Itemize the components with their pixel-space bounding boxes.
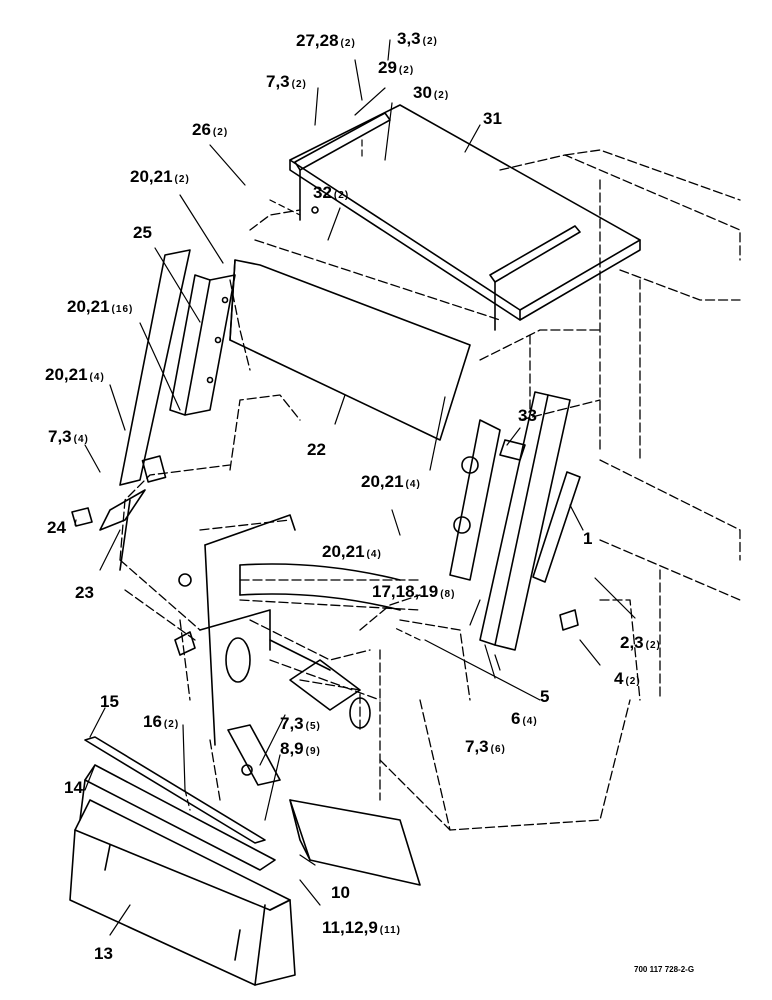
- leader-lines: [74, 39, 636, 936]
- callout-c16: 20,21(4): [361, 472, 421, 491]
- callout-c11: 20,21(16): [67, 297, 134, 316]
- callout-c10: 25: [133, 223, 152, 242]
- callout-c15: 33: [518, 406, 537, 425]
- callout-c25: 6(4): [511, 709, 538, 728]
- callout-c13: 7,3(4): [48, 427, 89, 446]
- top-cover-plate: [289, 104, 641, 331]
- lower-shields: [69, 724, 421, 986]
- callout-c26: 7,3(6): [465, 737, 506, 756]
- callout-c31: 14: [64, 778, 83, 797]
- callout-c4: 7,3(2): [266, 72, 307, 91]
- callout-c20: 1: [583, 529, 593, 548]
- callout-c18: 23: [75, 583, 94, 602]
- callout-c12: 20,21(4): [45, 365, 105, 384]
- callout-c23: 4(2): [614, 669, 641, 688]
- machine-body: [119, 499, 401, 746]
- callout-c3: 29(2): [378, 58, 415, 77]
- callout-c19: 20,21(4): [322, 542, 382, 561]
- callout-c21: 17,18,19(8): [372, 582, 456, 601]
- callout-c1: 27,28(2): [296, 31, 356, 50]
- callout-c6: 31: [483, 109, 502, 128]
- callout-c27: 15: [100, 692, 119, 711]
- callout-c5: 30(2): [413, 83, 450, 102]
- right-side-channels: [449, 391, 581, 651]
- callout-c30: 8,9(9): [280, 739, 321, 758]
- callout-c7: 26(2): [192, 120, 229, 139]
- callout-c17: 24: [47, 518, 66, 537]
- callout-c32: 10: [331, 883, 350, 902]
- callout-c14: 22: [307, 440, 326, 459]
- callout-c8: 20,21(2): [130, 167, 190, 186]
- callout-c34: 13: [94, 944, 113, 963]
- front-panel: [229, 259, 471, 441]
- callout-c2: 3,3(2): [397, 29, 438, 48]
- left-side-brackets: [71, 249, 236, 531]
- drawing-number: 700 117 728-2-G: [634, 965, 695, 974]
- callout-c9: 32(2): [313, 183, 350, 202]
- callout-c22: 2,3(2): [620, 633, 661, 652]
- callout-c33: 11,12,9(11): [322, 918, 402, 937]
- callout-c28: 16(2): [143, 712, 180, 731]
- callout-c29: 7,3(5): [280, 714, 321, 733]
- callout-c24: 5: [540, 687, 550, 706]
